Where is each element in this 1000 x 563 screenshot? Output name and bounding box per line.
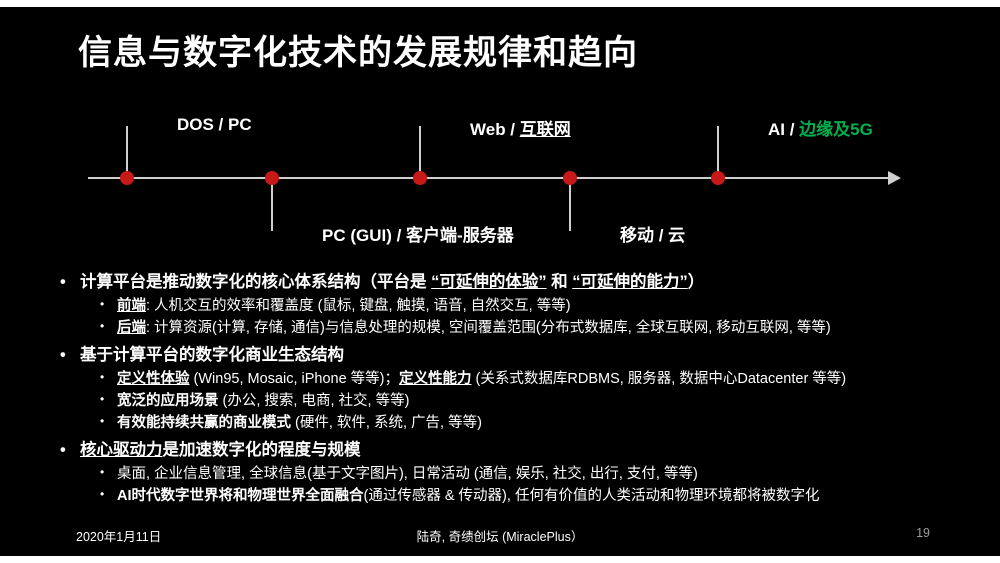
- text-segment: PC (GUI) / 客户端-服务器: [322, 226, 514, 245]
- milestone-label: 移动 / 云: [620, 221, 685, 246]
- text-segment: 定义性体验: [117, 370, 190, 387]
- milestone-dot: [711, 171, 725, 185]
- bullet-item-level2: • 前端: 人机交互的效率和覆盖度 (鼠标, 键盘, 触摸, 语音, 自然交互, …: [0, 297, 976, 316]
- bullet-marker: •: [100, 487, 105, 502]
- text-segment: “可延伸的体验”: [431, 273, 547, 291]
- milestone-dot: [265, 171, 279, 185]
- text-segment: 基于计算平台的数字化商业生态结构: [80, 346, 344, 365]
- bullet-text: 基于计算平台的数字化商业生态结构: [80, 345, 344, 367]
- milestone-dot: [563, 171, 577, 185]
- text-segment: 和: [546, 273, 573, 291]
- milestone-dot: [413, 171, 427, 185]
- bullet-marker: •: [100, 391, 105, 406]
- bullet-marker: •: [60, 273, 66, 291]
- page-number: 19: [916, 526, 930, 540]
- text-segment: 移动 / 云: [620, 226, 686, 245]
- text-segment: 后端: [117, 319, 146, 336]
- bullet-item-level2: • 有效能持续共赢的商业模式 (硬件, 软件, 系统, 广告, 等等): [0, 414, 976, 433]
- bullet-item-level1: • 计算平台是推动数字化的核心体系结构（平台是 “可延伸的体验” 和 “可延伸的能…: [0, 272, 976, 294]
- milestone-label: AI / 边缘及5G: [768, 115, 873, 140]
- text-segment: DOS / PC: [177, 115, 252, 134]
- bullet-marker: •: [60, 441, 66, 460]
- bullet-text: 定义性体验 (Win95, Mosaic, iPhone 等等)；定义性能力 (…: [117, 370, 846, 389]
- text-segment: (通过传感器 & 传动器), 任何有价值的人类活动和物理环境都将被数字化: [363, 488, 820, 505]
- milestone-connector-line: [419, 126, 421, 177]
- text-segment: : 计算资源(计算, 存储, 通信)与信息处理的规模, 空间覆盖范围(分布式数据…: [146, 319, 831, 336]
- bullet-item-level2: • 后端: 计算资源(计算, 存储, 通信)与信息处理的规模, 空间覆盖范围(分布…: [0, 319, 976, 338]
- text-segment: 前端: [117, 297, 146, 314]
- milestone-connector-line: [569, 179, 571, 231]
- milestone-label: DOS / PC: [177, 115, 252, 135]
- text-segment: (Win95, Mosaic, iPhone 等等)；: [189, 370, 400, 387]
- milestone-label: Web / 互联网: [470, 115, 571, 140]
- bullet-text: AI时代数字世界将和物理世界全面融合(通过传感器 & 传动器), 任何有价值的人…: [117, 487, 819, 506]
- bullet-text: 前端: 人机交互的效率和覆盖度 (鼠标, 键盘, 触摸, 语音, 自然交互, 等…: [117, 297, 571, 316]
- slide: 信息与数字化技术的发展规律和趋向 DOS / PC PC (GUI) / 客户端-…: [0, 7, 1000, 556]
- milestone-dot: [120, 171, 134, 185]
- bullet-item-level2: • 宽泛的应用场景 (办公, 搜索, 电商, 社交, 等等): [0, 392, 976, 411]
- text-segment: 计算平台是推动数字化的核心体系结构（平台是: [80, 273, 432, 291]
- bullet-item-level1: • 基于计算平台的数字化商业生态结构: [0, 345, 976, 367]
- bullet-marker: •: [100, 318, 105, 333]
- text-segment: AI /: [768, 120, 800, 139]
- bullet-text: 计算平台是推动数字化的核心体系结构（平台是 “可延伸的体验” 和 “可延伸的能力…: [80, 272, 704, 294]
- bullet-marker: •: [100, 464, 105, 479]
- milestone-connector-line: [271, 179, 273, 231]
- footer-date: 2020年1月11日: [76, 530, 162, 544]
- bullet-text: 桌面, 企业信息管理, 全球信息(基于文字图片), 日常活动 (通信, 娱乐, …: [117, 465, 698, 484]
- milestone-label: PC (GUI) / 客户端-服务器: [322, 221, 514, 246]
- timeline: DOS / PC PC (GUI) / 客户端-服务器 Web / 互联网移动 / …: [88, 110, 901, 255]
- text-segment: 是加速数字化的程度与规模: [162, 441, 361, 460]
- text-segment: : 人机交互的效率和覆盖度 (鼠标, 键盘, 触摸, 语音, 自然交互, 等等): [146, 297, 571, 314]
- bullet-marker: •: [60, 346, 66, 365]
- bullet-item-level2: • AI时代数字世界将和物理世界全面融合(通过传感器 & 传动器), 任何有价值的…: [0, 487, 976, 506]
- bullet-list: • 计算平台是推动数字化的核心体系结构（平台是 “可延伸的体验” 和 “可延伸的能…: [0, 265, 976, 506]
- text-segment: 核心驱动力: [80, 441, 163, 460]
- bullet-text: 后端: 计算资源(计算, 存储, 通信)与信息处理的规模, 空间覆盖范围(分布式…: [117, 319, 831, 338]
- text-segment: ）: [687, 273, 705, 291]
- text-segment: 桌面, 企业信息管理, 全球信息(基于文字图片), 日常活动 (通信, 娱乐, …: [117, 465, 698, 482]
- bullet-item-level1: • 核心驱动力是加速数字化的程度与规模: [0, 440, 976, 462]
- text-segment: (硬件, 软件, 系统, 广告, 等等): [291, 415, 482, 432]
- footer-credit: 陆奇, 奇绩创坛 (MiraclePlus）: [416, 530, 584, 544]
- text-segment: 定义性能力: [399, 370, 472, 387]
- bullet-text: 宽泛的应用场景 (办公, 搜索, 电商, 社交, 等等): [117, 392, 409, 411]
- text-segment: 宽泛的应用场景: [117, 392, 219, 409]
- text-segment: (办公, 搜索, 电商, 社交, 等等): [218, 392, 410, 409]
- timeline-arrow-icon: [888, 171, 901, 185]
- timeline-axis: [88, 177, 888, 179]
- slide-footer: 2020年1月11日 陆奇, 奇绩创坛 (MiraclePlus） 19: [0, 526, 1000, 544]
- milestone-connector-line: [717, 126, 719, 177]
- bullet-text: 有效能持续共赢的商业模式 (硬件, 软件, 系统, 广告, 等等): [117, 414, 482, 433]
- milestone-connector-line: [126, 126, 128, 177]
- bullet-marker: •: [100, 369, 105, 384]
- bullet-marker: •: [100, 296, 105, 311]
- slide-title: 信息与数字化技术的发展规律和趋向: [78, 34, 638, 72]
- text-segment: Web /: [470, 120, 520, 139]
- text-segment: AI时代数字世界将和物理世界全面融合: [117, 488, 364, 505]
- text-segment: 互联网: [519, 120, 571, 139]
- text-segment: (关系式数据库RDBMS, 服务器, 数据中心Datacenter 等等): [471, 370, 847, 387]
- bullet-text: 核心驱动力是加速数字化的程度与规模: [80, 440, 361, 462]
- text-segment: 有效能持续共赢的商业模式: [117, 415, 291, 432]
- text-segment: “可延伸的能力”: [572, 273, 688, 291]
- bullet-item-level2: • 桌面, 企业信息管理, 全球信息(基于文字图片), 日常活动 (通信, 娱乐,…: [0, 465, 976, 484]
- text-segment: 边缘及5G: [799, 120, 873, 139]
- bullet-item-level2: • 定义性体验 (Win95, Mosaic, iPhone 等等)；定义性能力 …: [0, 370, 976, 389]
- bullet-marker: •: [100, 414, 105, 429]
